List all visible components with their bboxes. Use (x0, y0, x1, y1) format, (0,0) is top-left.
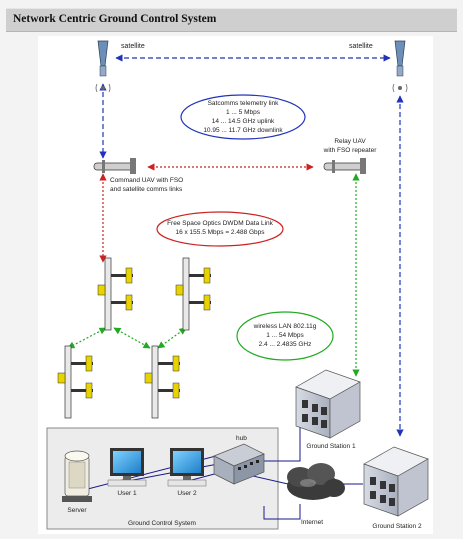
wlan-label-3: 2.4 ... 2.4835 GHz (259, 341, 312, 348)
network-diagram: satellite satellite Satcomms telemetry l… (46, 40, 429, 530)
satcom-label-3: 14 ... 14.5 GHz uplink (212, 118, 275, 125)
internet-label: Internet (301, 519, 323, 526)
internet-cloud-icon (287, 463, 345, 500)
server-icon (62, 450, 92, 502)
wire-gcs-internet (263, 504, 301, 520)
command-uav-label-2: and satellite comms links (110, 186, 183, 193)
fso-label-1: Free Space Optics DWDM Data Link (167, 220, 274, 227)
diagram-canvas: satellite satellite Satcomms telemetry l… (38, 36, 433, 534)
satellite-icon-left (95, 40, 111, 93)
command-uav-label-1: Command UAV with FSO (110, 177, 183, 184)
fso-label-2: 16 x 155.5 Mbps = 2.488 Gbps (175, 229, 265, 236)
uav-top-4-icon (144, 345, 180, 419)
relay-uav-label-2: with FSO repeater (323, 147, 378, 154)
user-1-computer-icon (107, 448, 147, 487)
hub-label: hub (236, 435, 247, 442)
satcom-label-2: 1 ... 5 Mbps (226, 109, 261, 116)
wlan-link-a (67, 327, 107, 349)
user-1-label: User 1 (117, 490, 137, 497)
ground-station-1-icon (295, 369, 361, 439)
page-title: Network Centric Ground Control System (13, 13, 217, 25)
relay-uav-label-1: Relay UAV (334, 138, 366, 145)
satellite-icon-right (392, 40, 408, 93)
command-uav-icon (93, 158, 136, 174)
satcom-callout (180, 94, 306, 140)
hub-icon (213, 443, 265, 485)
satcom-label-4: 10.95 ... 11.7 GHz downlink (203, 127, 283, 134)
wlan-label-1: wireless LAN 802.11g (253, 323, 317, 330)
uav-top-2-icon (175, 257, 211, 331)
satcom-label-1: Satcomms telemetry link (208, 100, 280, 107)
satellite-label-right: satellite (349, 43, 373, 50)
title-bar: Network Centric Ground Control System (6, 8, 457, 32)
relay-uav-icon (323, 158, 366, 174)
satellite-label-left: satellite (121, 43, 145, 50)
user-2-computer-icon (167, 448, 207, 487)
wire-hub-internet (252, 475, 289, 485)
server-label: Server (67, 507, 87, 514)
gcs-label: Ground Control System (128, 520, 196, 527)
wlan-link-c (157, 327, 187, 349)
uav-top-3-icon (57, 345, 93, 419)
ground-station-1-label: Ground Station 1 (306, 443, 356, 450)
fso-callout (156, 211, 284, 247)
ground-station-2-icon (363, 446, 429, 517)
user-2-label: User 2 (177, 490, 197, 497)
wlan-label-2: 1 ... 54 Mbps (266, 332, 304, 339)
uav-top-1-icon (97, 257, 133, 331)
ground-station-2-label: Ground Station 2 (372, 523, 422, 530)
wlan-link-b (113, 327, 151, 349)
wlan-callout (236, 311, 334, 361)
